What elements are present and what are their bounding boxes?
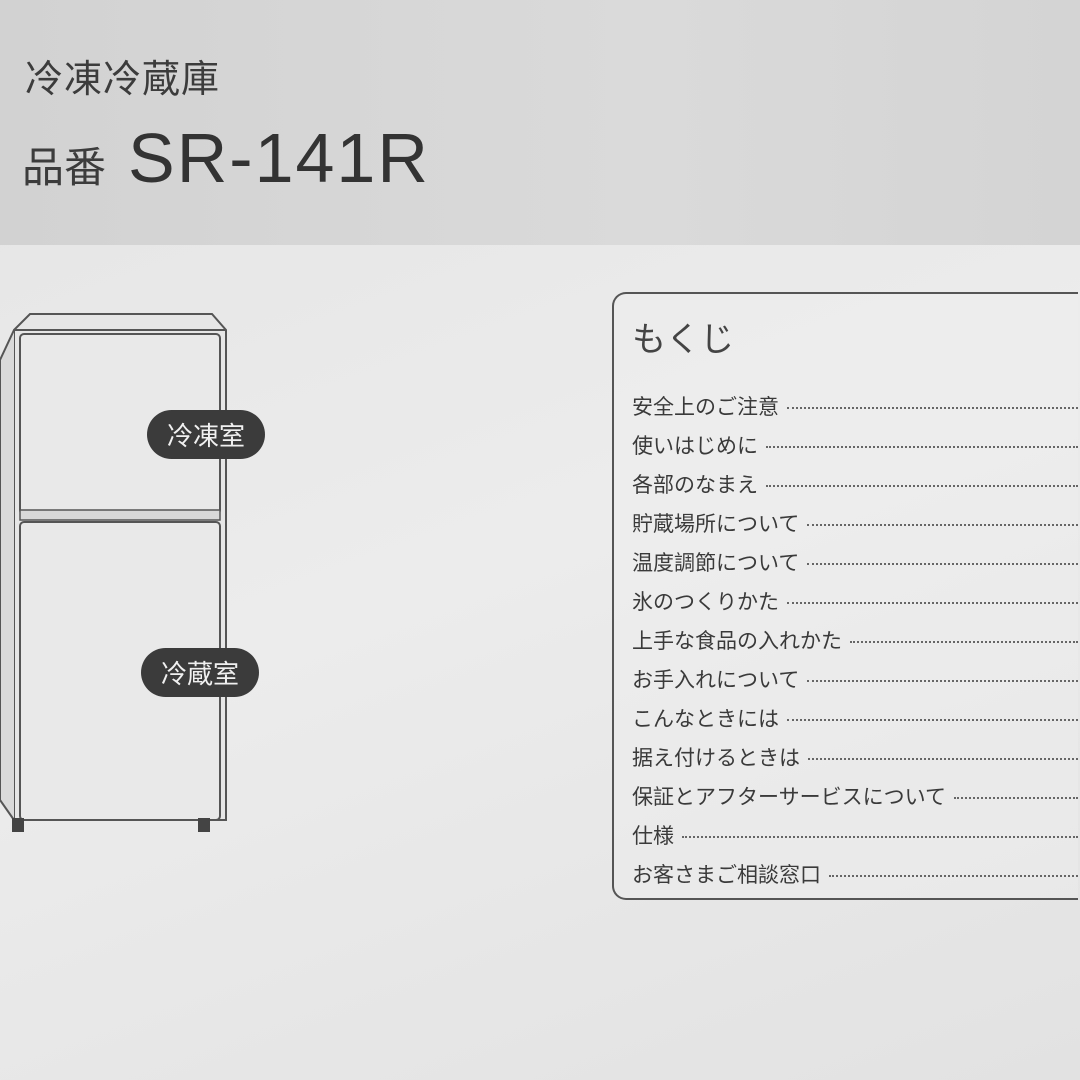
dot-leader — [787, 406, 1078, 409]
toc-list: 安全上のご注意 使いはじめに 各部のなまえ 貯蔵場所について 温度調節について … — [632, 386, 1078, 893]
fridge-compartment-label: 冷蔵室 — [141, 648, 260, 697]
cover-header-band — [0, 0, 1080, 245]
dot-leader — [766, 445, 1078, 448]
table-of-contents: もくじ 安全上のご注意 使いはじめに 各部のなまえ 貯蔵場所について 温度調節に… — [612, 292, 1078, 900]
dot-leader — [808, 757, 1078, 760]
toc-item: 使いはじめに — [632, 425, 1078, 464]
toc-item-label: 仕様 — [632, 823, 674, 848]
dot-leader — [807, 679, 1078, 682]
toc-item: 上手な食品の入れかた — [632, 620, 1078, 659]
toc-item: 据え付けるときは — [632, 737, 1078, 776]
dot-leader — [829, 874, 1078, 877]
model-number: SR-141R — [128, 119, 430, 197]
dot-leader — [807, 523, 1078, 526]
toc-item-label: お手入れについて — [632, 667, 800, 692]
freezer-compartment-label: 冷凍室 — [147, 410, 266, 459]
toc-item: 仕様 — [632, 815, 1078, 854]
dot-leader — [766, 484, 1078, 487]
toc-item: お手入れについて — [632, 659, 1078, 698]
dot-leader — [787, 718, 1078, 721]
toc-title: もくじ — [632, 320, 734, 360]
toc-item-label: 上手な食品の入れかた — [632, 628, 842, 653]
model-label: 品番 — [22, 143, 107, 192]
toc-item: 保証とアフターサービスについて — [632, 776, 1078, 815]
toc-item: 貯蔵場所について — [632, 503, 1078, 542]
toc-item: 各部のなまえ — [632, 464, 1078, 503]
toc-item: 温度調節について — [632, 542, 1078, 581]
toc-item-label: 温度調節について — [632, 550, 800, 575]
toc-item-label: 氷のつくりかた — [632, 589, 779, 614]
toc-item: 安全上のご注意 — [632, 386, 1078, 425]
model-row: 品番 SR-141R — [22, 118, 430, 198]
dot-leader — [682, 835, 1078, 838]
toc-item: 氷のつくりかた — [632, 581, 1078, 620]
toc-item-label: 使いはじめに — [632, 433, 758, 458]
toc-item: お客さまご相談窓口 — [632, 854, 1078, 893]
dot-leader — [787, 601, 1078, 604]
product-name: 冷凍冷蔵庫 — [25, 57, 221, 101]
toc-item-label: 貯蔵場所について — [632, 511, 800, 536]
dot-leader — [807, 562, 1078, 565]
toc-item-label: 各部のなまえ — [632, 472, 758, 497]
refrigerator-illustration — [0, 313, 227, 832]
toc-item-label: お客さまご相談窓口 — [632, 862, 821, 887]
toc-item: こんなときには — [632, 698, 1078, 737]
toc-item-label: 据え付けるときは — [632, 745, 800, 770]
toc-item-label: 安全上のご注意 — [632, 394, 779, 419]
toc-item-label: こんなときには — [632, 706, 779, 731]
dot-leader — [953, 796, 1078, 799]
toc-item-label: 保証とアフターサービスについて — [632, 784, 946, 809]
dot-leader — [850, 640, 1078, 643]
